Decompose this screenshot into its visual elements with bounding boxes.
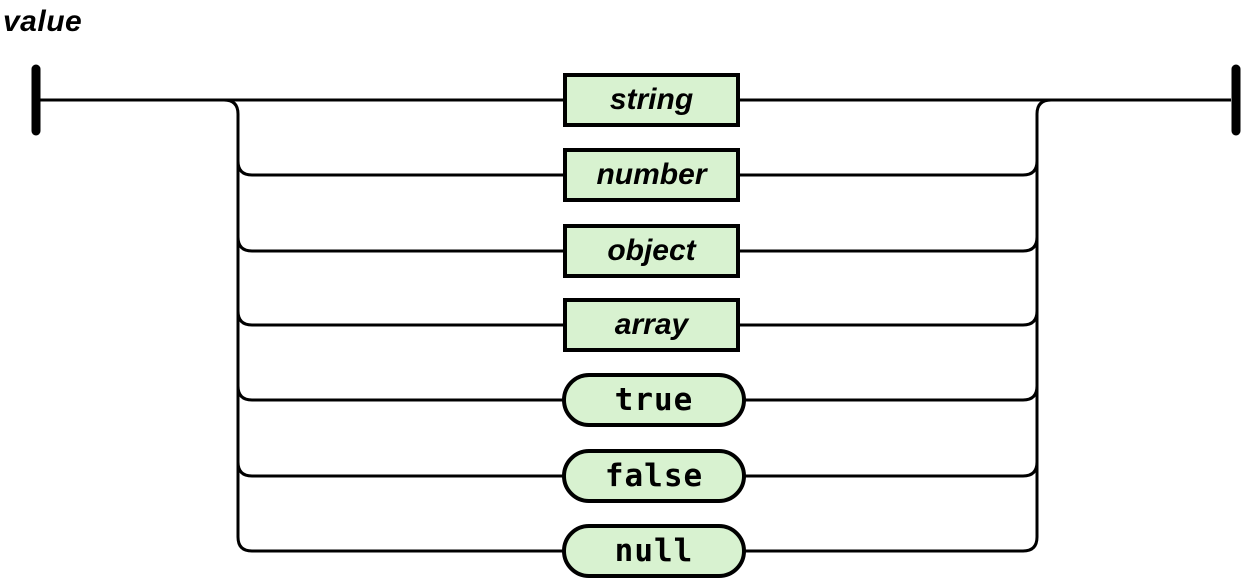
node-number-label: number bbox=[596, 158, 707, 191]
node-object: object bbox=[563, 224, 740, 278]
node-false-label: false bbox=[604, 458, 704, 494]
rail-arc-left-array bbox=[236, 310, 253, 327]
node-null: null bbox=[562, 524, 746, 578]
rail-arc-right-true bbox=[1022, 385, 1039, 402]
node-string: string bbox=[563, 73, 740, 127]
rail-branch-left bbox=[223, 98, 253, 553]
node-true: true bbox=[562, 373, 746, 427]
rail-arc-left-false bbox=[236, 461, 253, 478]
node-false: false bbox=[562, 449, 746, 503]
node-string-label: string bbox=[609, 83, 694, 116]
rail-arc-left-object bbox=[236, 236, 253, 253]
rail-arc-right-array bbox=[1022, 310, 1039, 327]
node-object-label: object bbox=[607, 234, 696, 267]
node-number: number bbox=[563, 148, 740, 202]
node-array-label: array bbox=[614, 308, 689, 341]
rail-arc-right-object bbox=[1022, 236, 1039, 253]
rail-arc-left-number bbox=[236, 160, 253, 177]
rail-arc-right-false bbox=[1022, 461, 1039, 478]
node-array: array bbox=[563, 298, 740, 352]
node-true-label: true bbox=[614, 382, 694, 418]
rail-arc-left-true bbox=[236, 385, 253, 402]
diagram-title: value bbox=[3, 5, 83, 38]
node-null-label: null bbox=[614, 533, 694, 569]
rail-arc-right-number bbox=[1022, 160, 1039, 177]
rail-branch-right bbox=[1022, 98, 1052, 553]
